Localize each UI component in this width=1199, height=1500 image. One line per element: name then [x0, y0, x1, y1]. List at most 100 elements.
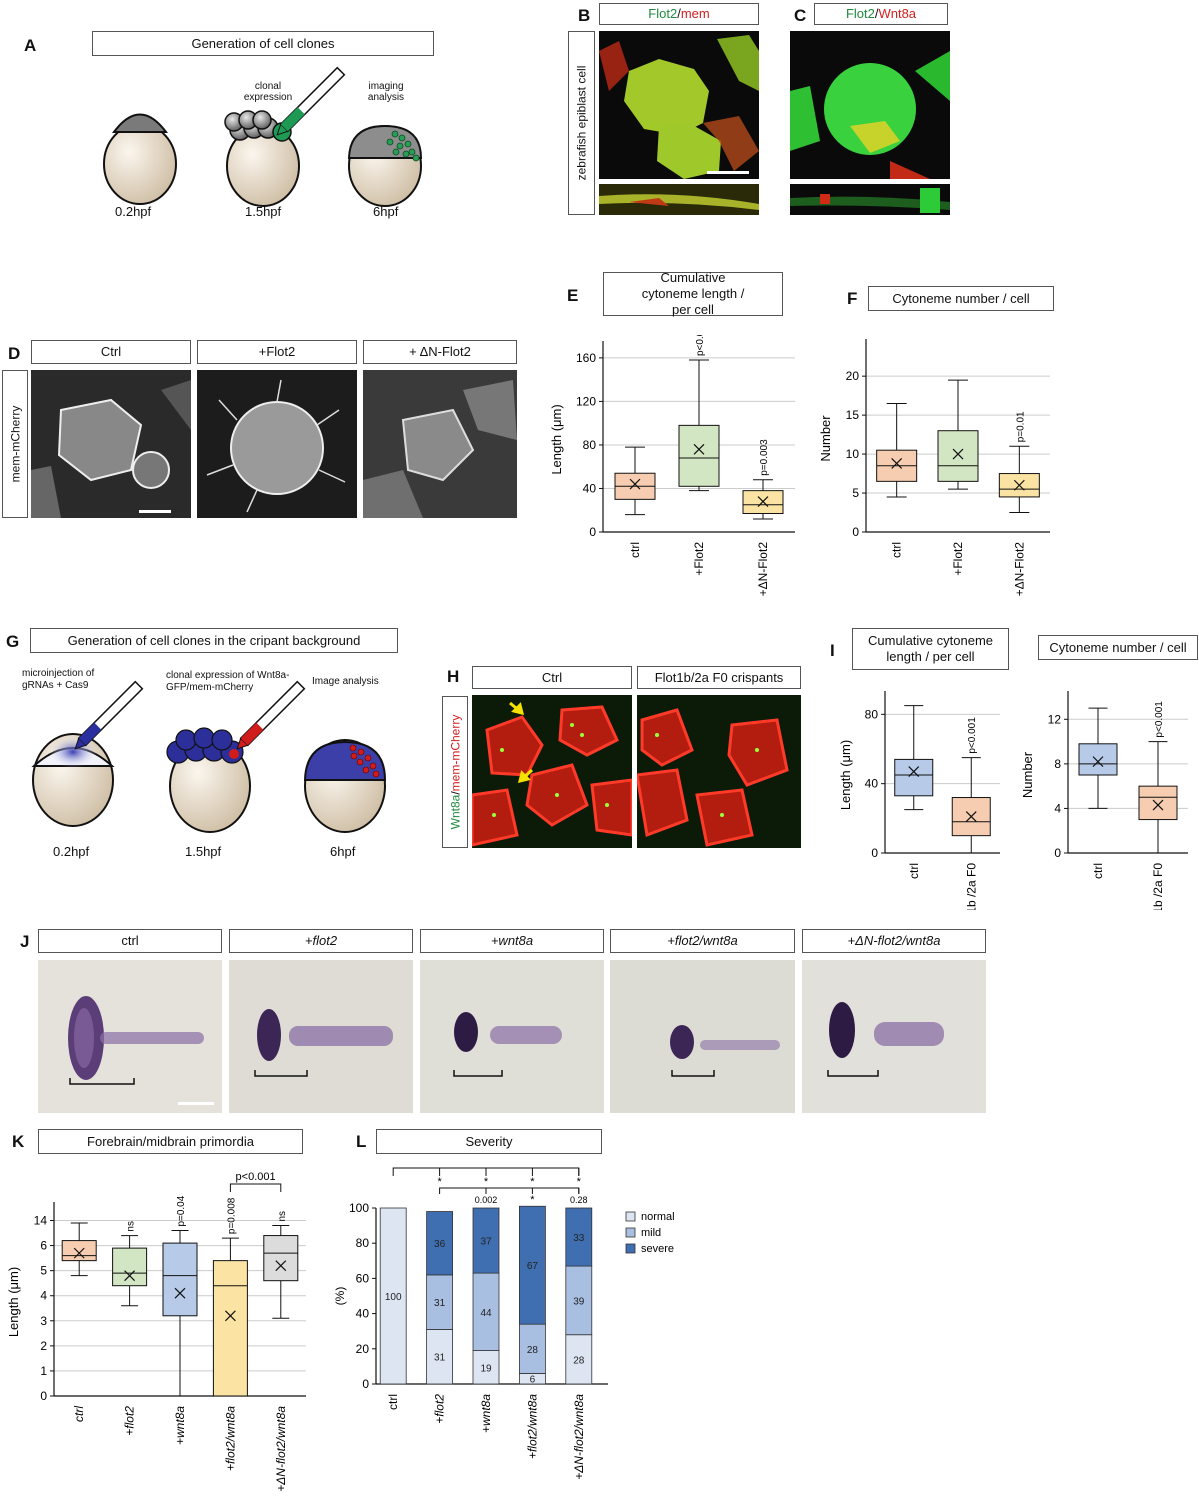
stacked-segment [426, 1329, 453, 1385]
segment-value: 31 [434, 1298, 446, 1309]
mean-marker [908, 766, 920, 777]
mean-marker [224, 1310, 236, 1322]
tick-label: 0 [1054, 846, 1061, 860]
panel-a-label-clonal: clonal expression [243, 81, 293, 103]
significance-label: p=0.008 [226, 1197, 237, 1234]
category-label: +ΔN-flot2/wnt8a [274, 1406, 288, 1492]
mean-marker [1013, 479, 1025, 491]
tick-label: 4 [40, 1289, 47, 1303]
panel-i-title-length: Cumulative cytoneme length / per cell [852, 628, 1009, 670]
stacked-segment [565, 1265, 593, 1336]
significance-star: * [577, 1176, 582, 1188]
tick-label: 0 [589, 525, 596, 539]
panel-c-title-sep: / [874, 6, 879, 21]
y-axis-label: (%) [333, 1287, 347, 1306]
stage-label-g-3: 6hpf [330, 844, 356, 859]
mean-marker [73, 1247, 85, 1259]
legend-label: mild [641, 1227, 661, 1239]
tick-label: 15 [846, 408, 860, 422]
legend-swatch [625, 1243, 636, 1254]
tick-label: 8 [1054, 757, 1061, 771]
panel-g-title: Generation of cell clones in the cripant… [30, 628, 398, 653]
panel-label-j: J [20, 932, 30, 951]
panel-h-micrograph-crispants [637, 695, 801, 848]
panel-j-embryo-dn-flot2-wnt8a [802, 960, 986, 1113]
panel-h-side-text: Wnt8a/mem-mCherry [447, 715, 463, 830]
box [678, 424, 720, 487]
significance-label: p=0.04 [176, 1195, 187, 1226]
legend-swatch [625, 1211, 636, 1222]
significance-label: p=0.01 [1015, 411, 1026, 442]
category-label: +flot2/wnt8a [223, 1406, 237, 1471]
y-axis-label: Length (μm) [6, 1267, 21, 1337]
significance-bracket [229, 1183, 282, 1192]
mean-marker [1152, 799, 1164, 811]
significance-label: 0.002 [475, 1195, 498, 1205]
segment-value: 44 [480, 1308, 492, 1319]
stage-label-a-2: 1.5hpf [245, 204, 282, 219]
tick-label: 80 [356, 1236, 370, 1250]
panel-f-title: Cytoneme number / cell [868, 286, 1054, 311]
panel-a-title: Generation of cell clones [92, 31, 434, 56]
panel-j-embryo-flot2-wnt8a [610, 960, 795, 1113]
panel-d-header-flot2: +Flot2 [197, 340, 357, 364]
panel-b-zoom-inset [599, 184, 759, 215]
stage-label-a-1: 0.2hpf [115, 204, 152, 219]
panel-d-header-dn-flot2: + ΔN-Flot2 [363, 340, 517, 364]
stacked-segment [426, 1274, 453, 1330]
mean-marker [124, 1270, 136, 1282]
panel-j-header-dn-flot2-wnt8a: +ΔN-flot2/wnt8a [802, 929, 986, 953]
tick-label: 5 [852, 486, 859, 500]
tick-label: 10 [846, 447, 860, 461]
category-label: ctrl [386, 1394, 400, 1410]
category-label: +ΔN-Flot2 [756, 542, 770, 597]
significance-label: p<0.001 [695, 335, 706, 356]
panel-h-header-crispants: Flot1b/2a F0 crispants [637, 666, 801, 689]
panel-g-embryo-diagram [31, 680, 387, 833]
panel-c-title: Flot2 / Wnt8a [814, 3, 948, 25]
significance-label: ns [126, 1221, 137, 1232]
panel-h-side-green: Wnt8a [448, 794, 463, 830]
tick-label: 40 [865, 777, 879, 791]
panel-c-title-red: Wnt8a [878, 6, 917, 21]
significance-label: 0.28 [570, 1195, 588, 1205]
segment-value: 31 [434, 1353, 446, 1364]
panel-d-micrograph-ctrl [31, 370, 191, 518]
panel-b-title-green: Flot2 [648, 6, 678, 21]
panel-j-header-flot2: +flot2 [229, 929, 413, 953]
panel-b-micrograph [599, 31, 759, 179]
tick-label: 14 [34, 1214, 48, 1228]
panel-g-label-imaging: Image analysis [312, 676, 379, 687]
panel-label-k: K [12, 1132, 25, 1151]
box [162, 1242, 198, 1317]
panel-label-l: L [356, 1132, 367, 1151]
panel-label-f: F [847, 289, 858, 308]
panel-g-label-microinjection: microinjection of gRNAs + Cas9 [22, 668, 95, 691]
panel-e-title: Cumulative cytoneme length / per cell [603, 270, 783, 317]
panel-g-label-clonal: clonal expression of Wnt8a-GFP/mem-mCher… [166, 670, 290, 693]
panel-label-b: B [578, 6, 591, 25]
tick-label: 4 [1054, 801, 1061, 815]
panel-label-i: I [830, 641, 835, 660]
category-label: ctrl [907, 863, 921, 879]
category-label: +wnt8a [479, 1394, 493, 1433]
mean-marker [965, 811, 977, 823]
legend-label: severe [641, 1243, 674, 1255]
panel-h-micrograph-ctrl [472, 695, 632, 848]
tick-label: 12 [1048, 712, 1062, 726]
panel-d-micrograph-dn-flot2 [363, 370, 517, 518]
segment-value: 6 [530, 1375, 536, 1386]
panel-d-header-ctrl: Ctrl [31, 340, 191, 364]
significance-label: ns [277, 1211, 288, 1222]
mean-marker [629, 478, 641, 490]
legend-label: normal [641, 1211, 675, 1223]
category-label: +Flot1b /2a F0 [964, 863, 978, 910]
panel-d-micrograph-flot2 [197, 370, 357, 518]
significance-label: p<0.001 [967, 717, 978, 754]
tick-label: 0 [362, 1377, 369, 1391]
panel-l-chart: 020406080100(%)100ctrl313136+flot2194437… [333, 1167, 675, 1480]
y-axis-label: Length (μm) [838, 740, 853, 810]
tick-label: 0 [40, 1389, 47, 1403]
segment-value: 39 [573, 1296, 585, 1307]
